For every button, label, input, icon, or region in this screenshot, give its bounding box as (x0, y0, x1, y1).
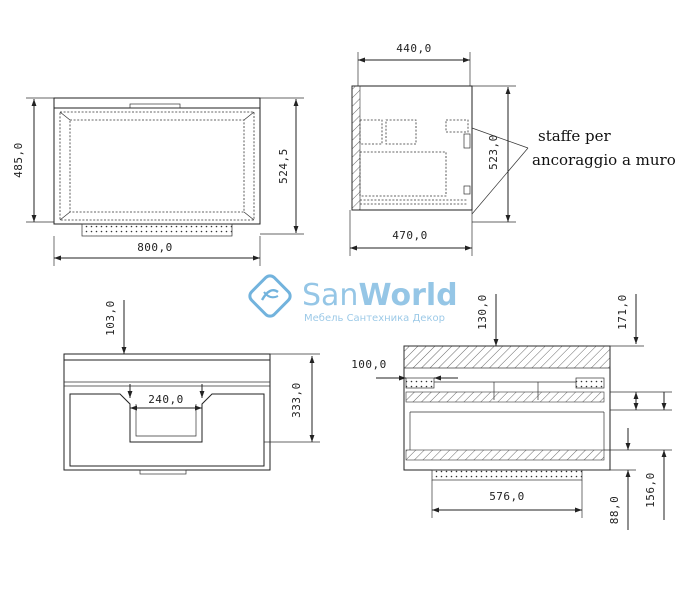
front-base-plinth (81, 223, 233, 237)
front-inner-panel (69, 119, 245, 213)
section-bottom-shelf (405, 449, 605, 461)
side-drawer-dashed (359, 151, 447, 197)
label-top-depth: 103,0 (104, 300, 117, 336)
sanworld-logo-icon (248, 274, 292, 318)
watermark-tagline: Мебель Сантехника Декор (304, 313, 445, 324)
wall-bracket-lower (463, 185, 471, 195)
top-inner-cutout (69, 393, 265, 467)
annotation-line-1: staffe per (538, 127, 611, 145)
label-top-right-depth: 333,0 (290, 382, 303, 418)
section-block-right (575, 377, 605, 389)
label-section-offset: 100,0 (351, 358, 387, 371)
front-view (26, 97, 304, 266)
section-shelf (405, 391, 605, 403)
label-side-height: 523,0 (487, 134, 500, 170)
label-side-bottom-width: 470,0 (392, 229, 428, 242)
side-compartment-1 (359, 119, 383, 145)
section-block-left (405, 377, 435, 389)
front-cabinet-outline (53, 97, 261, 225)
side-view (349, 52, 529, 256)
top-handle (139, 469, 187, 475)
side-compartment-2 (385, 119, 417, 145)
label-section-bottom-right: 156,0 (644, 472, 657, 508)
label-front-height-left: 485,0 (12, 142, 25, 178)
top-cabinet-outline (63, 353, 271, 471)
leader-bracket-lower (471, 147, 529, 215)
leader-bracket-upper (471, 127, 529, 149)
wall-bracket-upper (463, 133, 471, 149)
label-front-height-right: 524,5 (277, 148, 290, 184)
label-section-width: 576,0 (489, 490, 525, 503)
section-view (376, 294, 672, 530)
section-plinth (431, 469, 583, 481)
sanworld-watermark: SanWorld Мебель Сантехника Декор (248, 274, 458, 324)
label-section-bottom-left: 88,0 (608, 496, 621, 525)
side-cabinet-outline (351, 85, 473, 211)
front-handle-slot (129, 103, 181, 109)
annotation-line-2: ancoraggio a muro (532, 151, 676, 169)
label-side-top-width: 440,0 (396, 42, 432, 55)
side-wall-hatch (351, 85, 361, 211)
front-panel-dashed (59, 111, 255, 221)
watermark-brand: SanWorld (302, 278, 458, 313)
top-view (63, 300, 320, 475)
label-front-width: 800,0 (137, 241, 173, 254)
label-top-inner-width: 240,0 (148, 393, 184, 406)
side-compartment-3 (445, 119, 469, 133)
label-section-top-right: 171,0 (616, 294, 629, 330)
label-section-top: 130,0 (476, 294, 489, 330)
section-top-slab (403, 345, 611, 369)
